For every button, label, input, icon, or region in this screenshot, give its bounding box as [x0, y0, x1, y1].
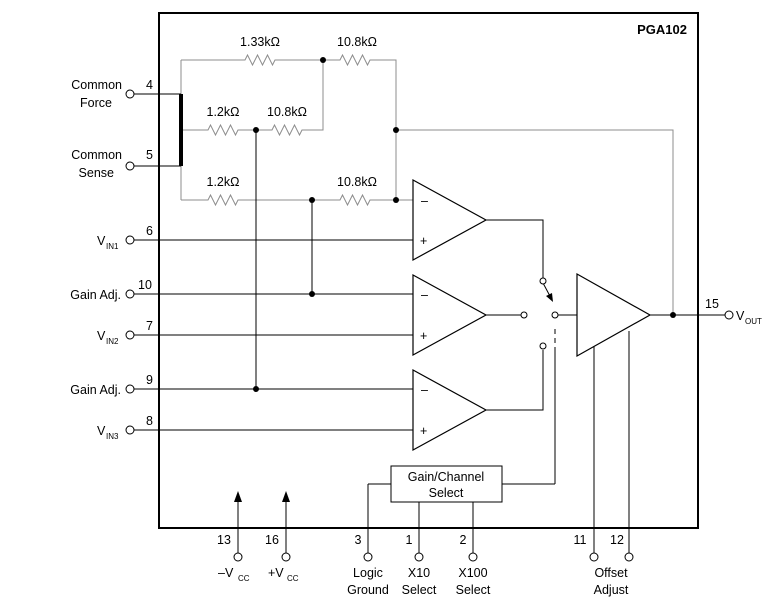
svg-text:Sense: Sense: [79, 166, 114, 180]
svg-text:+: +: [420, 424, 427, 438]
svg-text:Select: Select: [402, 583, 437, 597]
neg-supply-arrow: [234, 491, 242, 502]
svg-text:Logic: Logic: [353, 566, 383, 580]
svg-text:Common: Common: [71, 78, 122, 92]
svg-text:10: 10: [138, 278, 152, 292]
pin-4-common-force: 4 Common Force: [71, 78, 153, 110]
svg-text:16: 16: [265, 533, 279, 547]
select-box-line2: Select: [429, 486, 464, 500]
svg-text:+: +: [420, 234, 427, 248]
pin-8-vin3: 8 V IN3: [97, 414, 153, 441]
chip-name: PGA102: [637, 22, 687, 37]
svg-text:12: 12: [610, 533, 624, 547]
input-amp-1: – +: [412, 178, 488, 262]
gain-channel-select-box: [390, 465, 503, 503]
resistor-label-1: 1.33kΩ: [240, 35, 280, 49]
svg-text:X10: X10: [408, 566, 430, 580]
pin-7-vin2: 7 V IN2: [97, 319, 153, 346]
svg-text:IN3: IN3: [106, 432, 119, 441]
resistor-label-6: 10.8kΩ: [337, 175, 377, 189]
svg-text:7: 7: [146, 319, 153, 333]
feedback-network: [180, 53, 674, 315]
junction-dots: [253, 57, 676, 392]
input-amp-2: – +: [412, 273, 488, 357]
svg-text:–V: –V: [218, 566, 234, 580]
svg-text:2: 2: [460, 533, 467, 547]
pin-5-common-sense: 5 Common Sense: [71, 148, 153, 180]
svg-text:–: –: [421, 288, 428, 302]
svg-text:+: +: [420, 329, 427, 343]
svg-text:Ground: Ground: [347, 583, 389, 597]
svg-text:3: 3: [355, 533, 362, 547]
svg-text:11: 11: [574, 533, 587, 547]
svg-text:Offset: Offset: [594, 566, 628, 580]
svg-text:Gain Adj.: Gain Adj.: [70, 288, 121, 302]
pin-9-gain-adj: 9 Gain Adj.: [70, 373, 153, 397]
resistor-label-2: 10.8kΩ: [337, 35, 377, 49]
resistor-label-4: 10.8kΩ: [267, 105, 307, 119]
svg-text:–: –: [421, 383, 428, 397]
svg-text:4: 4: [146, 78, 153, 92]
svg-text:V: V: [736, 309, 745, 323]
svg-text:V: V: [97, 424, 106, 438]
pin-11-offset-adjust: 11 Offset Adjust: [574, 533, 629, 597]
pin-1-x10-select: 1 X10 Select: [402, 533, 437, 597]
channel-switch: [520, 277, 559, 350]
svg-text:Adjust: Adjust: [594, 583, 629, 597]
svg-text:+V: +V: [268, 566, 284, 580]
svg-text:8: 8: [146, 414, 153, 428]
pin-13-neg-vcc: 13 –V CC: [217, 533, 250, 583]
svg-text:6: 6: [146, 224, 153, 238]
svg-text:V: V: [97, 329, 106, 343]
svg-text:IN2: IN2: [106, 337, 119, 346]
svg-text:1: 1: [406, 533, 413, 547]
pin-12-offset-adjust: 12: [610, 533, 634, 562]
svg-text:Common: Common: [71, 148, 122, 162]
svg-text:9: 9: [146, 373, 153, 387]
svg-text:Select: Select: [456, 583, 491, 597]
svg-text:V: V: [97, 234, 106, 248]
svg-text:OUT: OUT: [745, 317, 762, 326]
svg-text:13: 13: [217, 533, 231, 547]
pin-3-logic-ground: 3 Logic Ground: [347, 533, 389, 597]
svg-text:X100: X100: [458, 566, 487, 580]
pin-2-x100-select: 2 X100 Select: [456, 533, 491, 597]
svg-text:15: 15: [705, 297, 719, 311]
output-amp: [576, 272, 652, 358]
svg-text:IN1: IN1: [106, 242, 119, 251]
select-box-line1: Gain/Channel: [408, 470, 484, 484]
svg-text:Gain Adj.: Gain Adj.: [70, 383, 121, 397]
resistor-label-3: 1.2kΩ: [207, 105, 240, 119]
pin-10-gain-adj: 10 Gain Adj.: [70, 278, 152, 302]
svg-text:–: –: [421, 194, 428, 208]
svg-text:CC: CC: [287, 574, 299, 583]
pin-15-vout: 15 V OUT: [705, 297, 762, 326]
pos-supply-arrow: [282, 491, 290, 502]
svg-text:5: 5: [146, 148, 153, 162]
svg-text:Force: Force: [80, 96, 112, 110]
input-amp-3: – +: [412, 368, 488, 452]
chip-outline: [158, 12, 699, 529]
pin-16-pos-vcc: 16 +V CC: [265, 533, 299, 583]
signal-wires: [134, 93, 725, 553]
svg-text:CC: CC: [238, 574, 250, 583]
pin-6-vin1: 6 V IN1: [97, 224, 153, 251]
resistor-label-5: 1.2kΩ: [207, 175, 240, 189]
